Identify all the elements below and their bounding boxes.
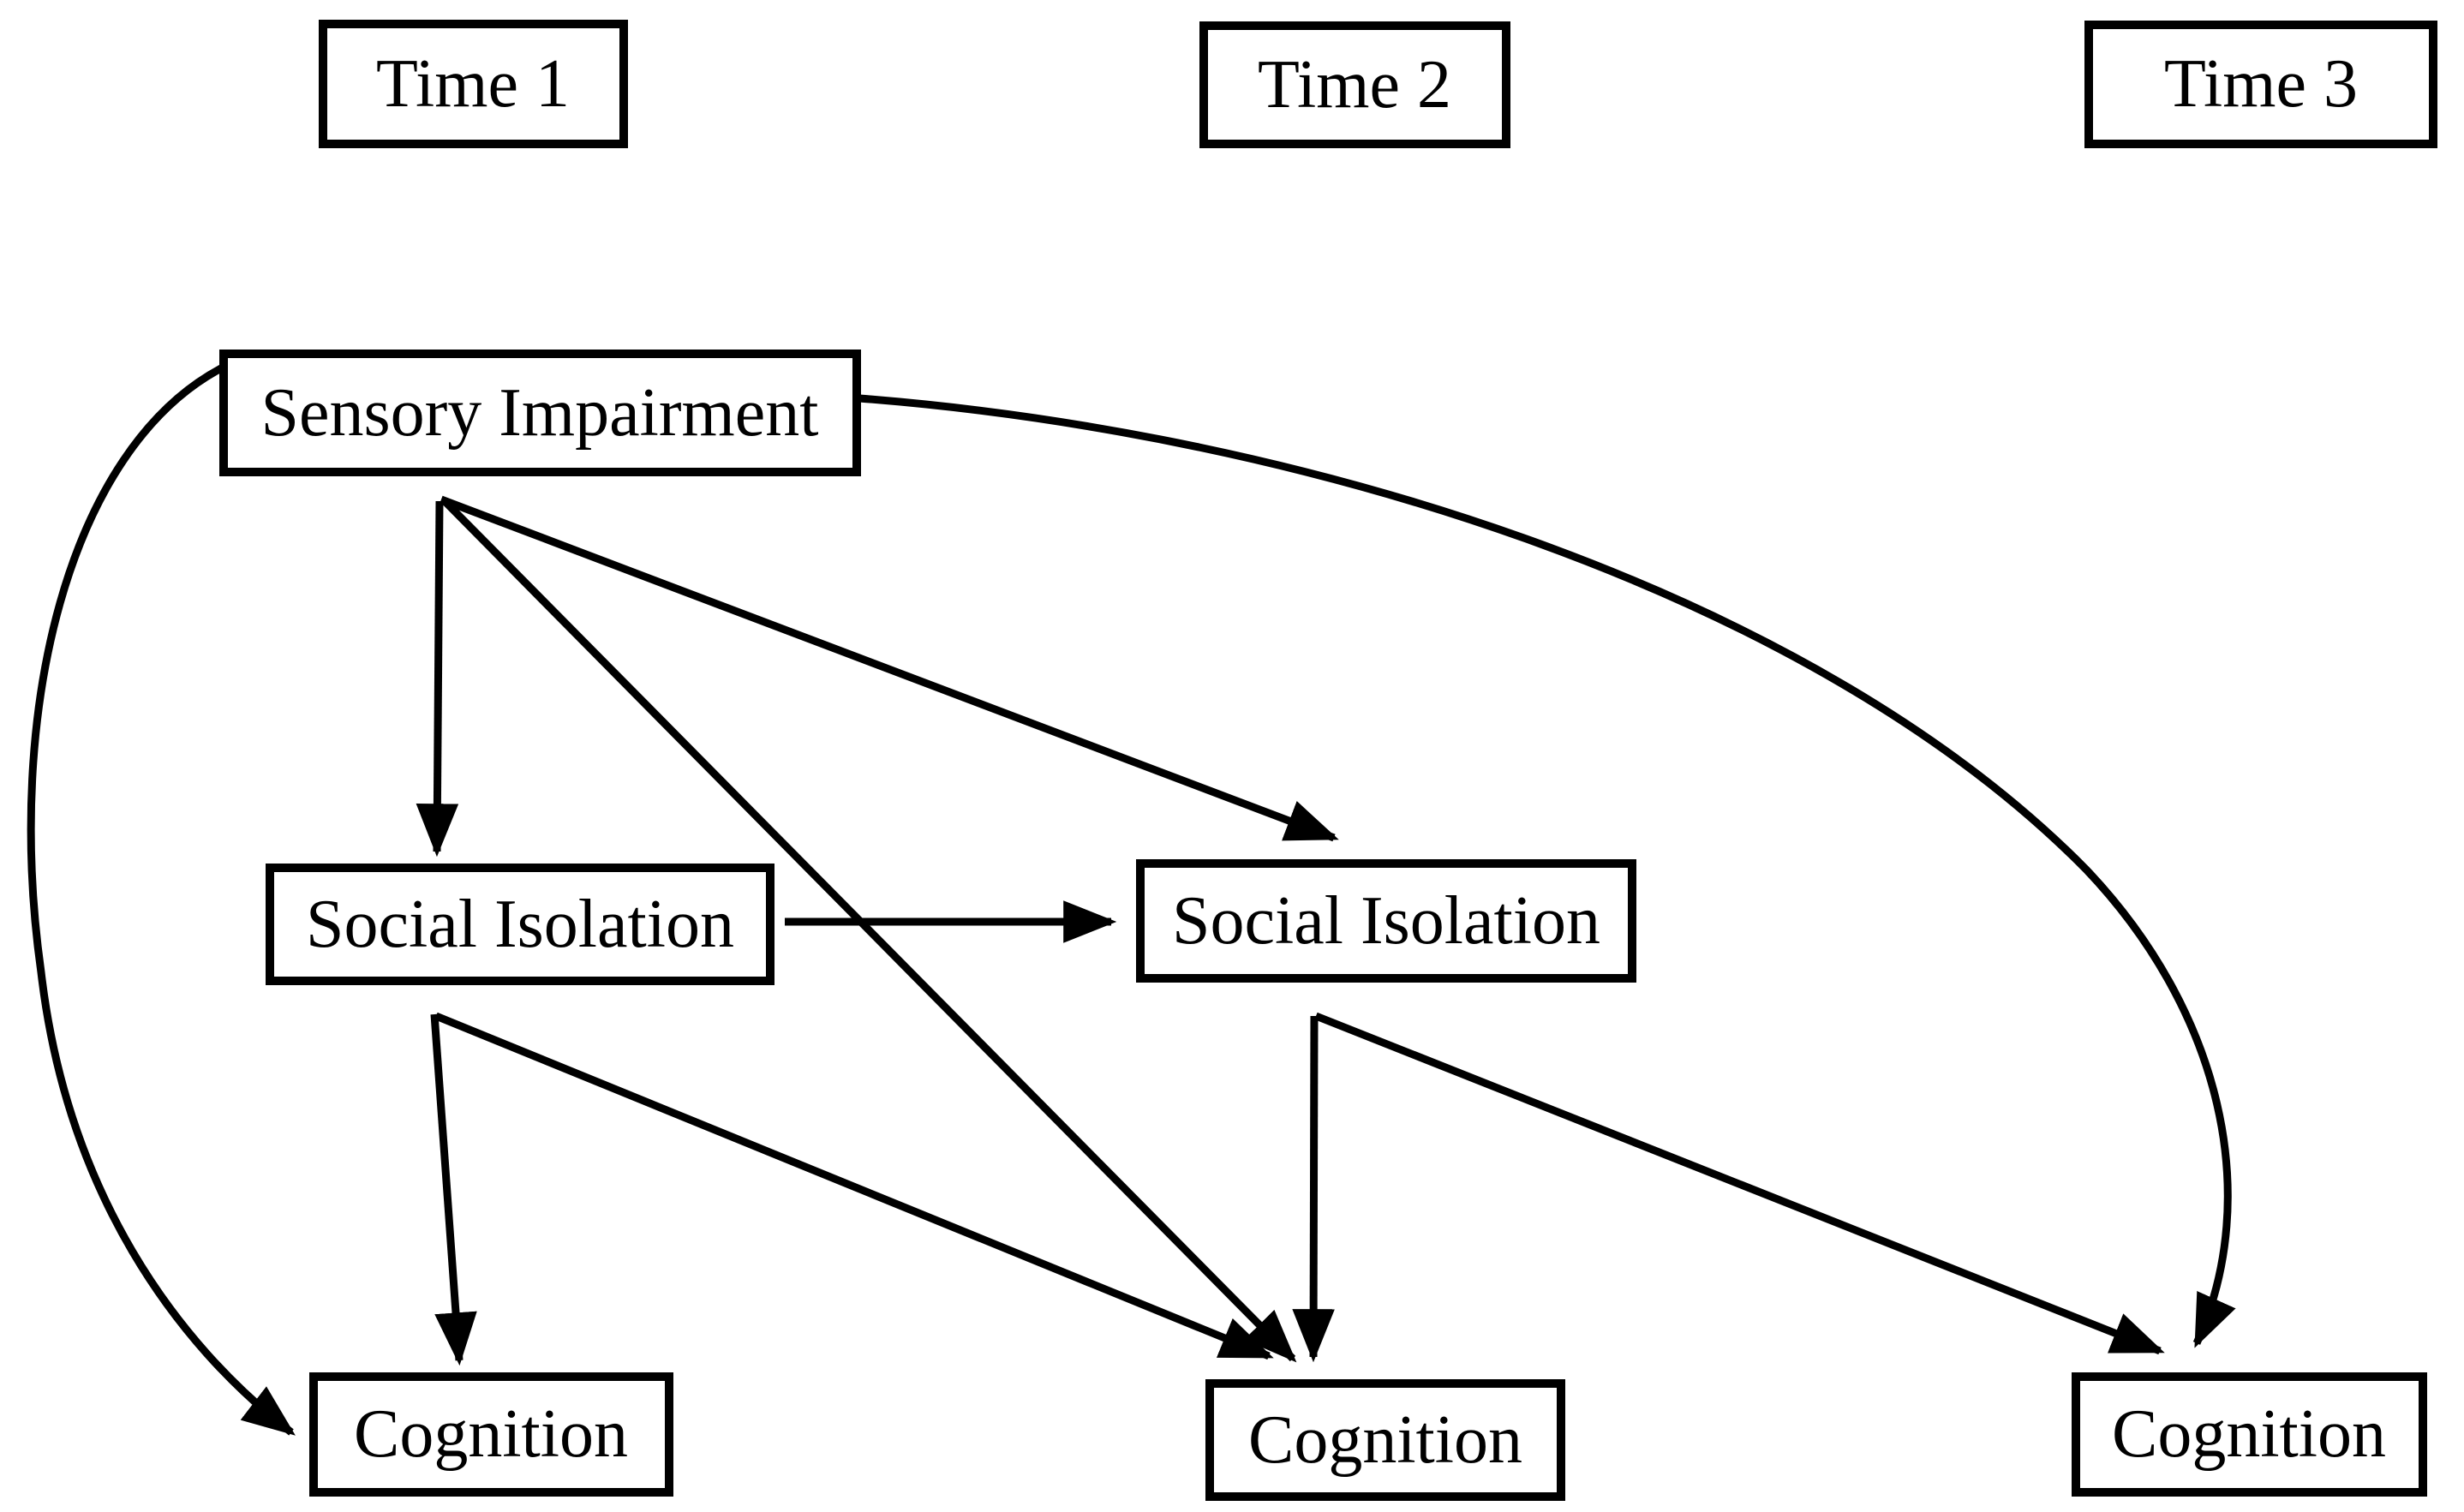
box-time-3: Time 3 [2084, 21, 2437, 148]
box-cognition-t3-label: Cognition [2112, 1396, 2386, 1472]
edges-group [27, 365, 2236, 1436]
box-cognition-t1-rect [309, 1372, 673, 1497]
box-social-isolation-t2-rect [1136, 859, 1636, 983]
box-cognition-t1-label: Cognition [354, 1396, 628, 1472]
box-cognition-t3: Cognition [2072, 1372, 2427, 1497]
box-cognition-t2-rect [1205, 1379, 1565, 1501]
box-sensory-impairment-t1-rect [219, 350, 861, 476]
edge-social-isolation-t1-to-cognition-t2 [434, 1012, 1274, 1360]
edge-sensory-t1-to-social-isolation-t1 [416, 500, 459, 858]
box-time-2-label: Time 2 [1258, 47, 1451, 123]
box-time-2-rect [1199, 21, 1510, 148]
box-cognition-t1: Cognition [309, 1372, 673, 1497]
box-cognition-t2: Cognition [1205, 1379, 1565, 1501]
box-cognition-t2-label: Cognition [1248, 1402, 1522, 1478]
box-cognition-t3-rect [2072, 1372, 2427, 1497]
box-time-1: Time 1 [319, 20, 628, 148]
box-time-3-rect [2084, 21, 2437, 148]
box-social-isolation-t1-label: Social Isolation [306, 887, 734, 962]
edge-social-isolation-t2-to-cognition-t3 [1314, 1012, 2165, 1355]
edge-sensory-t1-to-cognition-t3-curve [858, 394, 2236, 1348]
box-social-isolation-t1: Social Isolation [266, 864, 774, 985]
edge-social-isolation-t1-to-cognition-t1 [430, 1013, 477, 1366]
box-sensory-impairment-t1-label: Sensory Impairment [261, 375, 819, 451]
edge-social-isolation-t2-to-cognition-t2 [1292, 1015, 1335, 1363]
edge-sensory-t1-to-cognition-t2 [441, 498, 1297, 1363]
box-time-1-label: Time 1 [376, 46, 570, 122]
box-social-isolation-t2: Social Isolation [1136, 859, 1636, 983]
box-time-3-label: Time 3 [2164, 46, 2358, 122]
edge-sensory-t1-to-social-isolation-t2 [440, 495, 1339, 842]
box-time-1-rect [319, 20, 628, 148]
edge-sensory-t1-to-cognition-t1-curve [27, 365, 296, 1436]
box-time-2: Time 2 [1199, 21, 1510, 148]
box-social-isolation-t2-label: Social Isolation [1172, 883, 1600, 959]
box-social-isolation-t1-rect [266, 864, 774, 985]
box-sensory-impairment-t1: Sensory Impairment [219, 350, 861, 476]
